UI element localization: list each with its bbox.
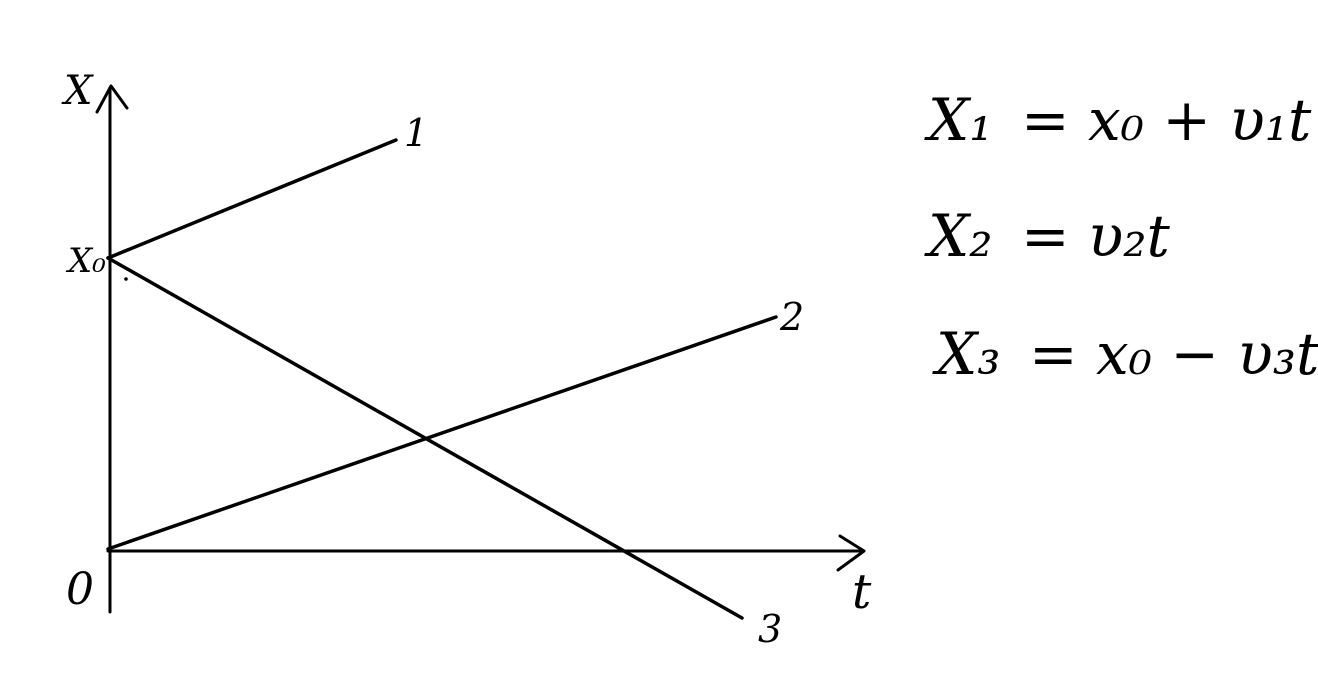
equation-3: X₃ = x₀ − υ₃t xyxy=(932,320,1318,388)
axes xyxy=(95,84,866,614)
equation-2-rhs: = υ₂t xyxy=(1021,202,1171,270)
equation-1-rhs: = x₀ + υ₁t xyxy=(1021,86,1312,154)
pen-dot xyxy=(124,277,128,281)
equation-2: X₂ = υ₂t xyxy=(924,202,1171,270)
equation-1: X₁ = x₀ + υ₁t xyxy=(924,86,1312,154)
x-axis-label: t xyxy=(852,564,872,620)
equation-3-lhs: X₃ xyxy=(932,320,1001,388)
line-2 xyxy=(106,315,778,551)
graph-lines xyxy=(106,138,778,620)
equations: X₁ = x₀ + υ₁t X₂ = υ₂t X₃ = x₀ − υ₃t xyxy=(924,86,1318,388)
equation-1-lhs: X₁ xyxy=(924,86,993,154)
equation-3-rhs: = x₀ − υ₃t xyxy=(1029,320,1318,388)
x-axis-arrowhead xyxy=(836,534,866,572)
line-3 xyxy=(106,256,744,620)
y-intercept-label: X₀ xyxy=(65,241,106,281)
origin-label: 0 xyxy=(66,564,94,615)
line-2-label: 2 xyxy=(779,295,804,339)
y-axis-label: X xyxy=(61,68,94,114)
y-axis-arrowhead xyxy=(95,84,129,114)
line-1-label: 1 xyxy=(404,111,428,155)
line-1 xyxy=(106,138,398,260)
equation-2-lhs: X₂ xyxy=(924,202,993,270)
line-3-label: 3 xyxy=(758,607,782,651)
